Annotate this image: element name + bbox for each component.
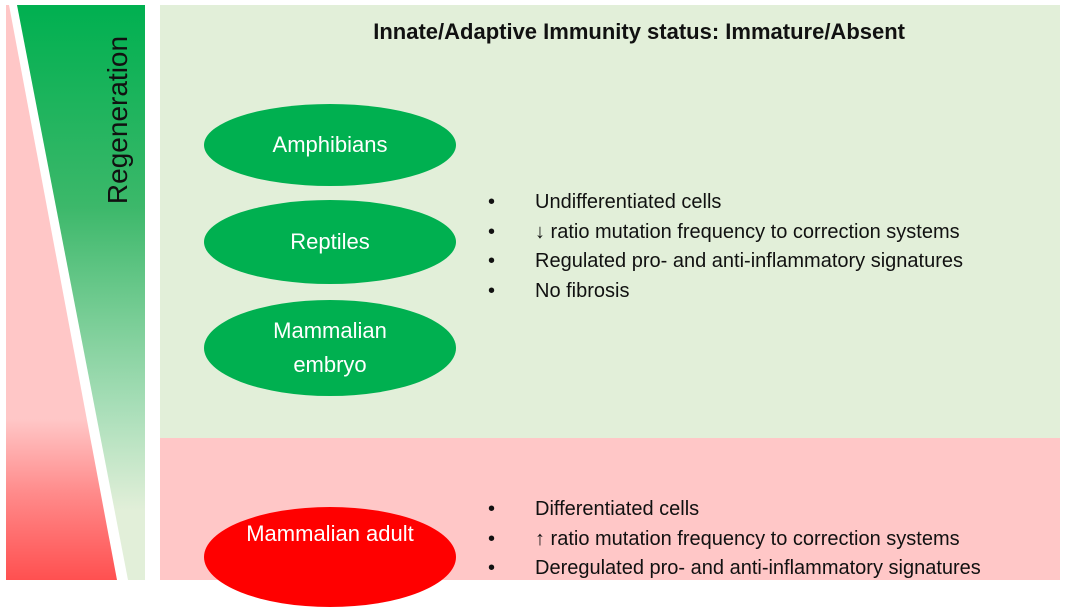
feature-item: ↓ ratio mutation frequency to correction… [488, 218, 963, 248]
feature-item: No fibrosis [488, 277, 963, 307]
degeneration-triangle [6, 5, 117, 580]
feature-item: Undifferentiated cells [488, 188, 963, 218]
panel-title: Innate/Adaptive Immunity status: Immatur… [373, 19, 905, 44]
feature-item: ↑ ratio mutation frequency to correction… [488, 525, 981, 555]
feature-item: Differentiated cells [488, 495, 981, 525]
features-list: Undifferentiated cells ↓ ratio mutation … [488, 188, 963, 306]
organism-reptiles: Reptiles [204, 200, 456, 284]
feature-item: Regulated pro- and anti-inflammatory sig… [488, 247, 963, 277]
organism-mammalian-adult: Mammalian adult [204, 507, 456, 607]
regeneration-triangle [17, 5, 145, 580]
organism-mammalian-embryo: Mammalian embryo [204, 300, 456, 396]
feature-item: Deregulated pro- and anti-inflammatory s… [488, 554, 981, 584]
regeneration-label: Regeneration [102, 35, 133, 205]
mature-immunity-panel: Mammalian adult Differentiated cells ↑ r… [160, 438, 1060, 607]
gradient-triangles [6, 5, 145, 580]
immature-immunity-panel: Innate/Adaptive Immunity status: Immatur… [160, 5, 1060, 438]
organism-amphibians: Amphibians [204, 104, 456, 186]
features-list: Differentiated cells ↑ ratio mutation fr… [488, 495, 981, 584]
